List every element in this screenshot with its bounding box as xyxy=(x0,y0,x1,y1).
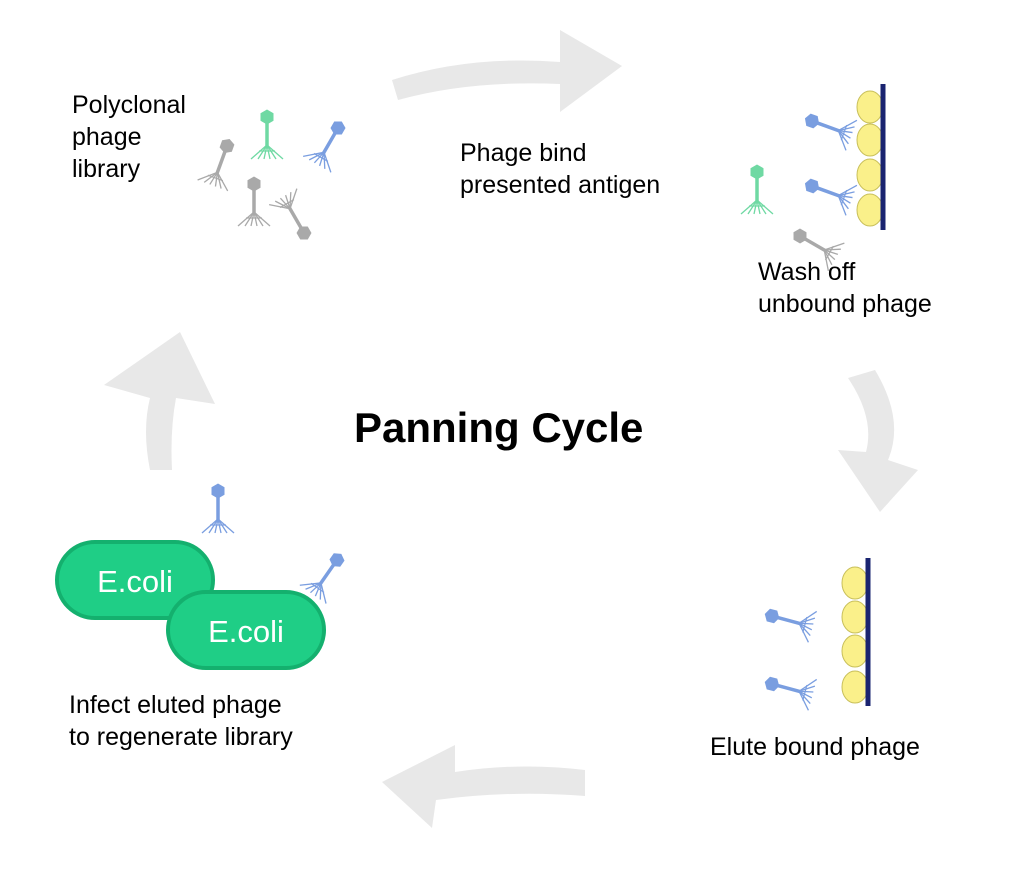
arrow-top xyxy=(392,30,622,112)
antigen-surface xyxy=(856,84,886,230)
ecoli-cell-1: E.coli xyxy=(55,540,215,620)
antigen-icon xyxy=(856,193,884,227)
diagram-title: Panning Cycle xyxy=(354,404,644,451)
antigen-surfaces xyxy=(841,84,886,706)
antigen-icon xyxy=(841,634,869,668)
ecoli-label-2: E.coli xyxy=(208,614,284,649)
phage-icon xyxy=(250,109,284,160)
step-bind-label: Phage bind presented antigen xyxy=(460,139,661,199)
phage-icon xyxy=(804,113,858,151)
antigen-icon xyxy=(856,158,884,192)
step-elute-label: Elute bound phage xyxy=(710,733,920,761)
antigen-icon xyxy=(841,566,869,600)
cycle-arrows xyxy=(104,30,918,828)
antigen-icon xyxy=(841,600,869,634)
arrow-right xyxy=(838,370,918,512)
step-wash-label: Wash off unbound phage xyxy=(758,258,932,318)
phage-icon xyxy=(804,178,858,216)
phage-icon xyxy=(764,676,818,711)
phage-icon xyxy=(201,483,235,534)
phage-icon xyxy=(237,176,271,227)
ecoli-label-1: E.coli xyxy=(97,564,173,599)
antigen-icon xyxy=(856,123,884,157)
phage-icon xyxy=(793,228,845,271)
arrow-bottom xyxy=(382,745,585,828)
phage-icon xyxy=(303,121,346,173)
antigen-icon xyxy=(856,90,884,124)
phage-icon xyxy=(299,553,345,604)
antigen-icon xyxy=(841,670,869,704)
arrow-left xyxy=(104,332,215,470)
phage-icon xyxy=(197,138,235,192)
phage-icon xyxy=(740,164,774,215)
step-library-label: Polyclonal phage library xyxy=(72,91,186,183)
phage-icon xyxy=(764,608,818,643)
ecoli-cell-2: E.coli xyxy=(166,590,326,670)
antigen-surface xyxy=(841,558,871,706)
step-infect-label: Infect eluted phage to regenerate librar… xyxy=(69,691,293,751)
phage-icon xyxy=(269,188,312,240)
phage-group xyxy=(197,109,858,711)
